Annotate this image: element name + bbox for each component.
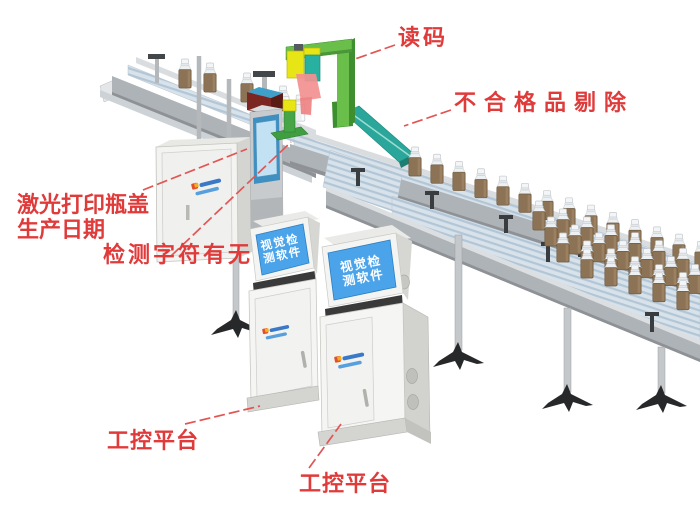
brand-logo	[191, 178, 222, 196]
code-reader-gantry	[285, 38, 355, 128]
brand-logo	[334, 352, 365, 369]
laser-marking-station	[155, 56, 309, 263]
guide-post	[155, 57, 159, 83]
cabinet-handle	[186, 205, 190, 220]
label-ipc-right: 工控平台	[299, 471, 392, 496]
leader-ipc-right	[308, 423, 342, 469]
kiosk-screen-1	[255, 223, 310, 276]
bottle	[203, 62, 217, 93]
label-ipc-left: 工控平台	[107, 428, 200, 453]
leader-reject	[403, 109, 452, 127]
bottle	[474, 168, 488, 199]
label-laser-print-line2: 生产日期	[17, 217, 106, 242]
bottle	[178, 58, 192, 89]
label-laser-print-line1: 激光打印瓶盖	[17, 192, 150, 217]
bottle	[518, 182, 532, 213]
bottle	[430, 153, 444, 184]
leader-ipc-left	[184, 405, 261, 425]
kiosk-screen-2	[327, 239, 397, 301]
code-reader-camera-icon	[286, 47, 321, 82]
bottle	[496, 175, 510, 206]
laser-tower	[249, 105, 284, 236]
leader-lines	[142, 44, 452, 469]
sensor-bracket	[253, 71, 275, 77]
vent-hole	[406, 368, 418, 384]
guide-bracket	[148, 54, 165, 59]
kiosk-terminal-2: 视觉检 测软件	[317, 225, 431, 447]
brand-logo	[262, 325, 290, 340]
kiosk2-handle	[362, 388, 369, 407]
character-check-sensor	[270, 99, 309, 141]
leader-char-check	[170, 141, 292, 257]
vent-hole	[407, 394, 419, 410]
accumulation-table	[322, 149, 700, 362]
leader-laser-print	[142, 148, 248, 191]
label-char-check: 检测字符有无	[103, 242, 254, 267]
label-read-code: 读码	[398, 25, 449, 50]
leader-read-code	[354, 44, 396, 60]
kiosk1-handle	[300, 350, 307, 368]
kiosk-terminal-1: 视觉检 测软件	[246, 211, 320, 413]
label-reject: 不合格品剔除	[454, 90, 635, 115]
bottle	[452, 161, 466, 192]
scanner-beam	[296, 74, 321, 115]
label-laser-print: 激光打印瓶盖 生产日期	[17, 192, 149, 242]
